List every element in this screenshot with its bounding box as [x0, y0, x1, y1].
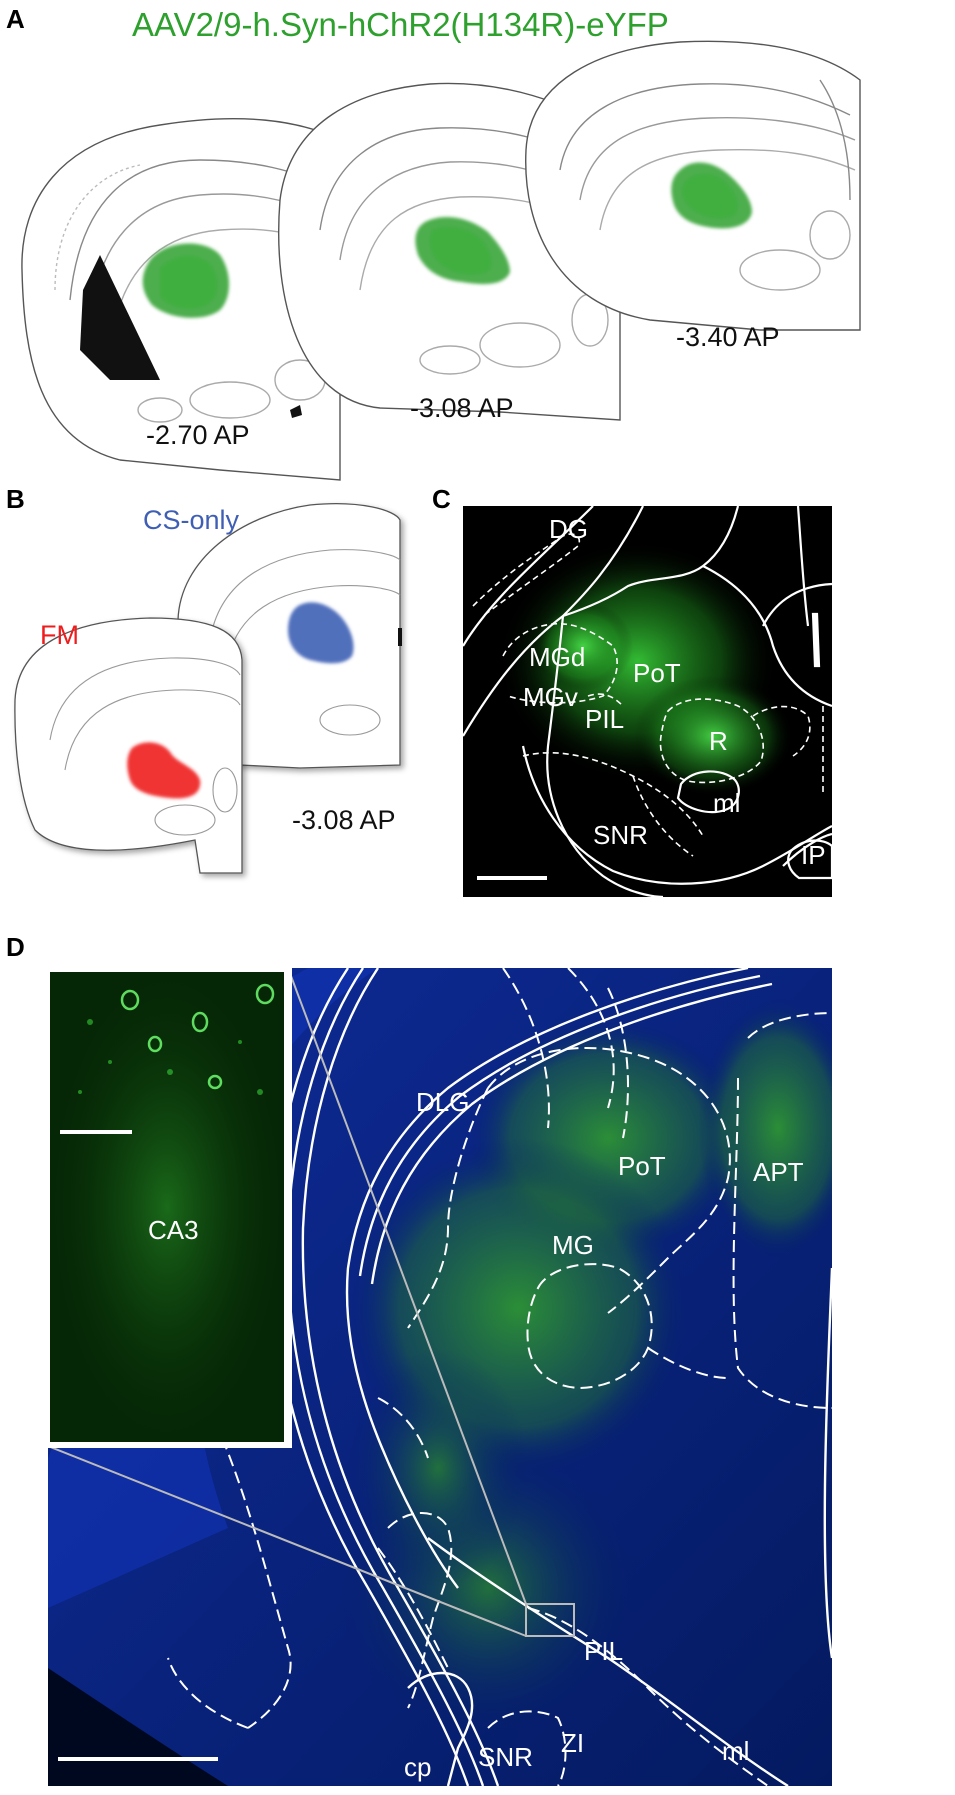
panel-b-section-label: -3.08 AP — [292, 805, 396, 835]
label-mgd: MGd — [529, 642, 586, 672]
label-pot-d: PoT — [618, 1151, 666, 1181]
ventricle-shape — [80, 255, 160, 380]
label-ml: ml — [713, 788, 741, 818]
label-snr: SNR — [593, 820, 648, 850]
panel-d-letter: D — [6, 932, 25, 962]
expression-area-1 — [142, 243, 229, 318]
label-snr-d: SNR — [478, 1742, 533, 1772]
scale-bar-c — [477, 876, 547, 880]
expression-area-3 — [671, 162, 752, 229]
label-mgv: MGv — [523, 682, 578, 712]
label-mg: MG — [552, 1230, 594, 1260]
panel-d-micrograph: DLG PoT APT CA3 MG PIL ZI cp — [48, 968, 832, 1786]
panel-b-sections — [14, 503, 402, 874]
inset-frame — [48, 968, 292, 1446]
panel-b-letter: B — [6, 484, 25, 514]
cs-only-expression — [288, 602, 354, 664]
label-dg: DG — [549, 514, 588, 544]
label-pil-d: PIL — [584, 1636, 624, 1666]
scale-bar-inset — [60, 1130, 132, 1134]
panel-a-sections — [21, 40, 861, 481]
cs-only-label: CS-only — [143, 505, 240, 535]
section-label-3: -3.40 AP — [676, 322, 780, 352]
construct-label: AAV2/9-h.Syn-hChR2(H134R)-eYFP — [132, 6, 669, 43]
expression-area-2 — [415, 217, 510, 285]
panel-c-micrograph: DG MGd MGv PoT PIL R SNR ml IP — [463, 506, 832, 897]
inset-neurons — [50, 972, 284, 1442]
label-r: R — [709, 726, 728, 756]
section-label-1: -2.70 AP — [146, 420, 250, 450]
label-pot: PoT — [633, 658, 681, 688]
label-cp: cp — [404, 1752, 432, 1782]
fm-expression — [127, 742, 201, 799]
panel-c-letter: C — [432, 484, 451, 514]
label-ml-d: ml — [722, 1736, 750, 1766]
label-ip: IP — [801, 840, 826, 870]
label-apt: APT — [753, 1157, 804, 1187]
label-dlg: DLG — [416, 1087, 470, 1117]
label-zi: ZI — [561, 1728, 585, 1758]
fm-label: FM — [40, 620, 79, 650]
label-pil: PIL — [585, 704, 625, 734]
fm-section-outline — [14, 617, 243, 874]
section-label-2: -3.08 AP — [410, 393, 514, 423]
panel-a-letter: A — [6, 4, 25, 34]
scale-bar-d — [58, 1757, 218, 1761]
label-ca3: CA3 — [148, 1215, 199, 1245]
